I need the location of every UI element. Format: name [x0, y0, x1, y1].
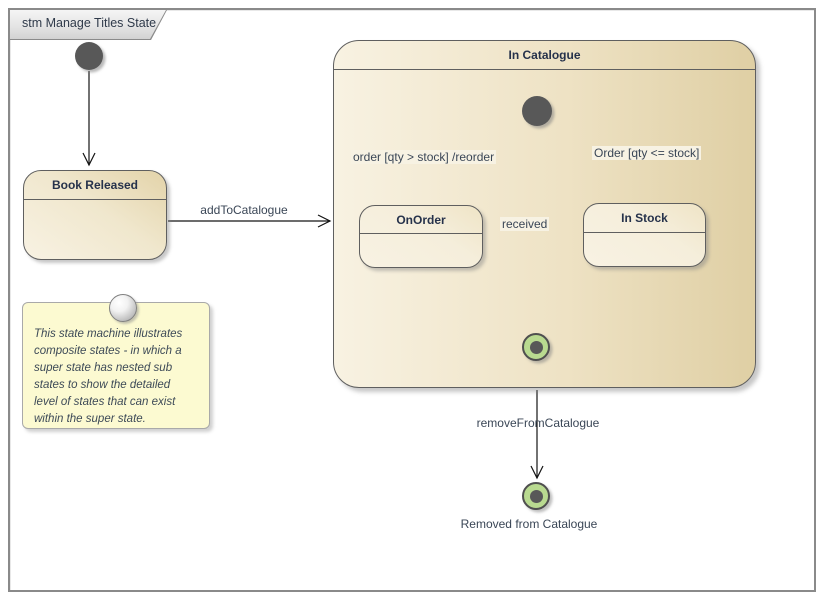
label-remove-from-catalogue[interactable]: removeFromCatalogue	[476, 416, 600, 430]
label-received[interactable]: received	[500, 217, 550, 231]
note-line: composite states - in which a	[34, 345, 182, 357]
frame-label: stm Manage Titles State	[22, 16, 157, 30]
note-line: within the super state.	[34, 413, 146, 425]
state-title: In Catalogue	[508, 48, 581, 62]
final-node-dot	[529, 340, 543, 354]
state-separator	[334, 69, 755, 70]
state-title: OnOrder	[396, 212, 446, 227]
frame-tab-face	[10, 10, 166, 39]
final-node-dot	[529, 489, 543, 503]
label-add-to-catalogue[interactable]: addToCatalogue	[200, 203, 288, 217]
note-line: level of states that can exist	[34, 396, 176, 408]
state-in-stock[interactable]: In Stock	[583, 203, 706, 267]
note-line: This state machine illustrates	[34, 328, 183, 340]
note-line: super state has nested sub	[34, 362, 173, 374]
state-on-order[interactable]: OnOrder	[359, 205, 483, 268]
state-book-released[interactable]: Book Released	[23, 170, 167, 260]
final-node-removed[interactable]	[522, 482, 550, 510]
note-text: This state machine illustrates composite…	[34, 326, 203, 428]
frame-tab	[10, 10, 167, 40]
final-node-in-catalogue[interactable]	[522, 333, 550, 361]
state-title: Book Released	[51, 177, 139, 192]
note[interactable]: This state machine illustrates composite…	[22, 294, 210, 429]
note-ball-icon	[109, 294, 137, 322]
initial-node-in-catalogue[interactable]	[522, 96, 552, 126]
state-separator	[24, 199, 166, 200]
label-removed-from-catalogue[interactable]: Removed from Catalogue	[460, 517, 598, 531]
label-order-reorder[interactable]: order [qty > stock] /reorder	[351, 150, 497, 164]
state-separator	[584, 232, 705, 233]
state-title: In Stock	[621, 210, 668, 225]
label-order-instock[interactable]: Order [qty <= stock]	[592, 146, 702, 160]
state-separator	[360, 233, 482, 234]
note-line: states to show the detailed	[34, 379, 171, 391]
initial-node-top[interactable]	[75, 42, 103, 70]
